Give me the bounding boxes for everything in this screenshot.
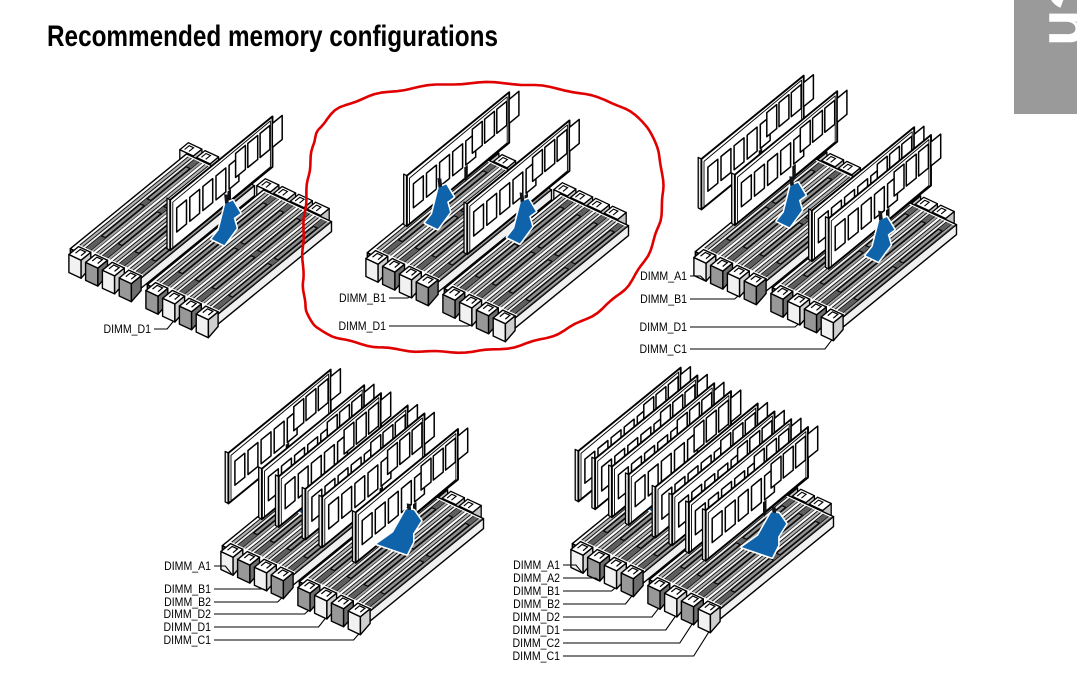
svg-text:DIMM_B1: DIMM_B1 <box>339 293 386 306</box>
svg-text:DIMM_A1: DIMM_A1 <box>164 561 211 574</box>
svg-text:DIMM_B2: DIMM_B2 <box>513 599 560 612</box>
svg-text:DIMM_D1: DIMM_D1 <box>640 322 688 335</box>
svg-text:DIMM_A1: DIMM_A1 <box>640 271 687 284</box>
svg-text:DIMM_D1: DIMM_D1 <box>513 625 561 638</box>
svg-text:DIMM_B1: DIMM_B1 <box>164 584 211 597</box>
svg-text:DIMM_C1: DIMM_C1 <box>513 651 561 664</box>
svg-text:DIMM_B2: DIMM_B2 <box>164 597 211 610</box>
svg-text:DIMM_D2: DIMM_D2 <box>513 612 561 625</box>
svg-text:DIMM_C2: DIMM_C2 <box>513 638 561 651</box>
svg-text:DIMM_A2: DIMM_A2 <box>513 573 560 586</box>
svg-text:DIMM_C1: DIMM_C1 <box>640 344 688 357</box>
svg-text:DIMM_B1: DIMM_B1 <box>513 586 560 599</box>
svg-text:DIMM_B1: DIMM_B1 <box>640 294 687 307</box>
svg-text:DIMM_D1: DIMM_D1 <box>338 321 386 334</box>
svg-text:DIMM_C1: DIMM_C1 <box>164 635 212 648</box>
svg-text:DIMM_D1: DIMM_D1 <box>104 324 152 337</box>
svg-text:DIMM_D2: DIMM_D2 <box>164 609 212 622</box>
svg-text:DIMM_D1: DIMM_D1 <box>164 622 212 635</box>
svg-text:DIMM_A1: DIMM_A1 <box>513 560 560 573</box>
